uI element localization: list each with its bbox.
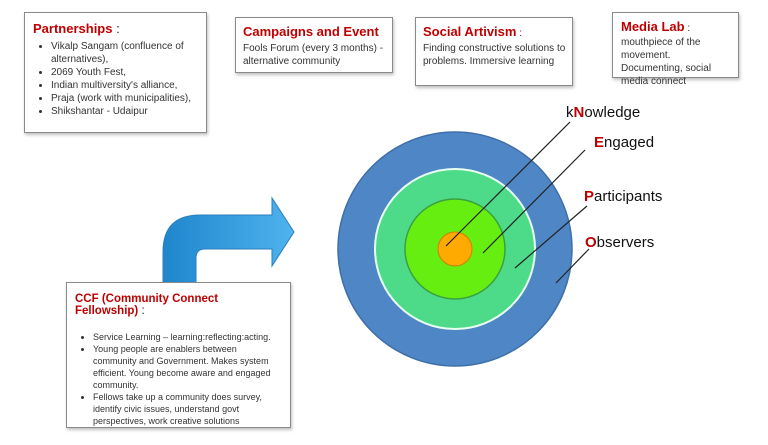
bent-arrow-icon: [162, 196, 295, 288]
label-participants: Participants: [584, 188, 662, 205]
leader-line-participants: [514, 205, 588, 269]
partnerships-box: Partnerships : Vikalp Sangam (confluence…: [24, 12, 207, 133]
activism-title: Social Artivism :: [423, 24, 566, 39]
campaigns-body: Fools Forum (every 3 months) - alternati…: [243, 43, 384, 67]
partnerships-title-text: Partnerships: [33, 21, 113, 36]
leader-line-engaged: [482, 149, 586, 254]
activism-title-suffix: :: [516, 28, 523, 39]
label-engaged: Engaged: [594, 134, 654, 151]
label-observers-initial: O: [585, 234, 597, 251]
label-engaged-initial: E: [594, 134, 605, 151]
ccf-title-suffix: :: [138, 305, 145, 317]
campaigns-title: Campaigns and Event: [243, 24, 379, 39]
partnerships-title: Partnerships :: [33, 21, 200, 36]
list-item: Vikalp Sangam (confluence of alternative…: [51, 40, 200, 66]
ccf-list: Service Learning – learning:reflecting:a…: [75, 331, 282, 427]
medialab-body: mouthpiece of the movement. Documenting,…: [621, 37, 712, 87]
list-item: 2069 Youth Fest,: [51, 66, 200, 79]
label-observers-rest: bservers: [596, 234, 655, 251]
label-observers: Observers: [585, 234, 654, 251]
list-item: Praja (work with municipalities),: [51, 92, 200, 105]
activism-box: Social Artivism : Finding constructive s…: [415, 17, 573, 86]
partnerships-title-suffix: :: [112, 21, 120, 36]
list-item: Shikshantar - Udaipur: [51, 105, 200, 118]
label-knowledge: kNowledge: [566, 104, 640, 121]
medialab-title-text: Media Lab: [621, 19, 685, 34]
activism-body: Finding constructive solutions to proble…: [423, 43, 566, 67]
medialab-box: Media Lab : mouthpiece of the movement. …: [612, 12, 739, 87]
list-item: Fellows take up a community does survey,…: [93, 391, 282, 427]
label-knowledge-rest: owledge: [584, 104, 641, 121]
activism-title-text: Social Artivism: [423, 24, 517, 39]
list-item: Indian multiversity's alliance,: [51, 79, 200, 92]
label-knowledge-initial: N: [573, 104, 585, 121]
ring-knowledge-core: [437, 231, 473, 267]
medialab-title: Media Lab :: [621, 19, 732, 34]
partnerships-list: Vikalp Sangam (confluence of alternative…: [33, 40, 200, 118]
label-knowledge-pre: k: [566, 104, 574, 121]
label-engaged-rest: ngaged: [604, 134, 655, 151]
leader-line-observers: [555, 248, 590, 284]
list-item: Service Learning – learning:reflecting:a…: [93, 331, 282, 343]
label-participants-initial: P: [584, 188, 595, 205]
list-item: Young people are enablers between commun…: [93, 343, 282, 391]
campaigns-box: Campaigns and Event Fools Forum (every 3…: [235, 17, 393, 73]
ccf-box: CCF (Community Connect Fellowship) : Ser…: [66, 282, 291, 428]
ccf-title-text: CCF (Community Connect Fellowship): [75, 293, 219, 317]
ccf-title: CCF (Community Connect Fellowship) :: [75, 293, 282, 317]
leader-line-knowledge: [445, 121, 571, 247]
label-participants-rest: articipants: [594, 188, 663, 205]
medialab-title-suffix: :: [684, 23, 691, 34]
